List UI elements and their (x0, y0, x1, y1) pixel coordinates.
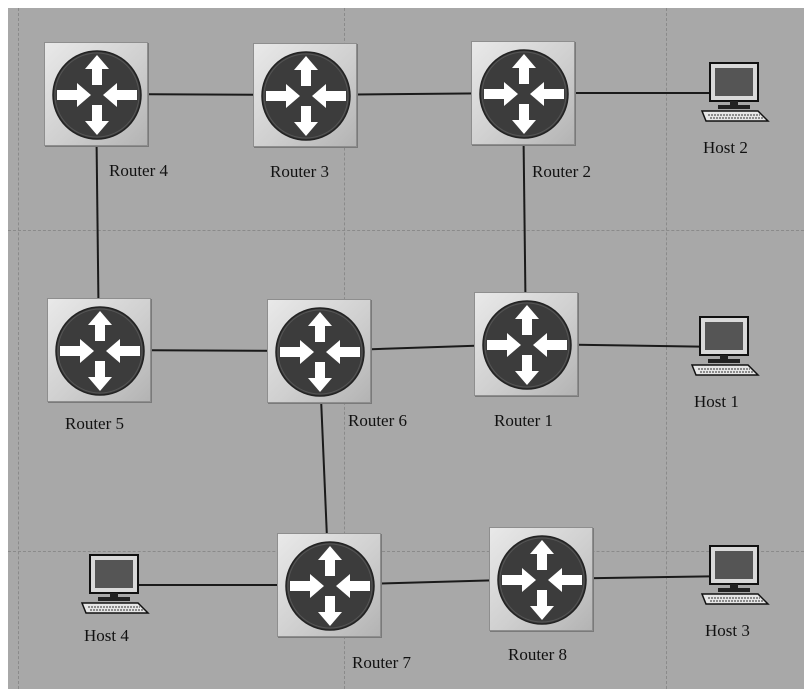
network-topology-canvas: Router 1 Router 2 Router 3 Router 4 Rout… (8, 8, 804, 689)
grid-line (8, 551, 804, 552)
router-5-label: Router 5 (65, 414, 125, 433)
router-2-label: Router 2 (532, 162, 592, 181)
router-icon (482, 300, 572, 390)
router-2[interactable] (471, 41, 575, 145)
router-5[interactable] (47, 298, 151, 402)
grid-line (8, 230, 804, 231)
router-8[interactable] (489, 527, 593, 631)
grid-line (18, 8, 19, 689)
computer-icon (700, 545, 770, 605)
router-6-label: Router 6 (348, 411, 408, 430)
router-icon (52, 50, 142, 140)
router-6[interactable] (267, 299, 371, 403)
host-1-label: Host 1 (694, 392, 739, 411)
host-4-label: Host 4 (84, 626, 129, 645)
computer-icon (80, 554, 150, 614)
host-2-label: Host 2 (703, 138, 748, 157)
router-7-label: Router 7 (352, 653, 412, 672)
router-1-label: Router 1 (494, 411, 554, 430)
host-3[interactable] (698, 544, 770, 608)
router-icon (479, 49, 569, 139)
router-icon (55, 306, 145, 396)
router-4-label: Router 4 (109, 161, 169, 180)
host-3-label: Host 3 (705, 621, 750, 640)
router-1[interactable] (474, 292, 578, 396)
router-3-label: Router 3 (270, 162, 330, 181)
router-icon (261, 51, 351, 141)
router-icon (285, 541, 375, 631)
computer-icon (700, 62, 770, 122)
router-4[interactable] (44, 42, 148, 146)
router-3[interactable] (253, 43, 357, 147)
router-7[interactable] (277, 533, 381, 637)
computer-icon (690, 316, 760, 376)
host-2[interactable] (698, 61, 770, 125)
host-4[interactable] (78, 553, 150, 617)
router-icon (275, 307, 365, 397)
host-1[interactable] (688, 315, 760, 379)
router-8-label: Router 8 (508, 645, 568, 664)
grid-line (666, 8, 667, 689)
router-icon (497, 535, 587, 625)
